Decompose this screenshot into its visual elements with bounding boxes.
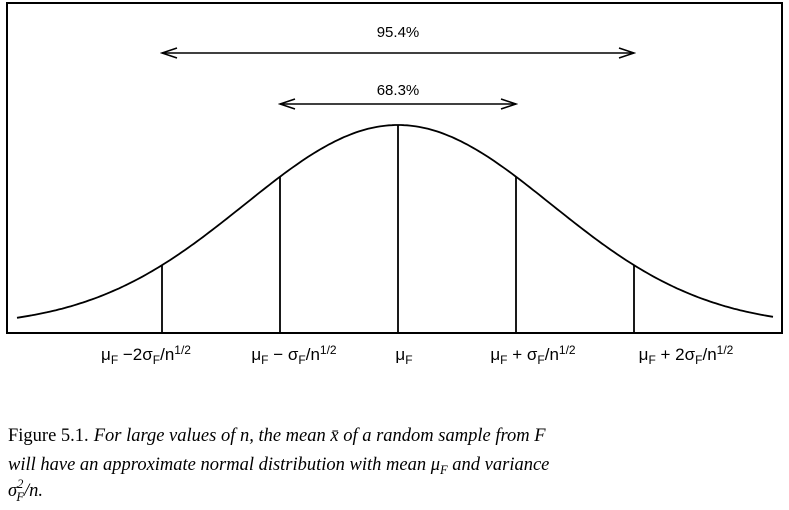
tick-label-mean: μF	[395, 345, 412, 367]
caption-line-2: will have an approximate normal distribu…	[8, 455, 549, 477]
plot-frame	[6, 2, 783, 334]
tick-label-plus-2sd: μF + 2σF/n1/2	[639, 343, 734, 367]
tick-label-minus-2sd: μF −2σF/n1/2	[101, 343, 191, 367]
interval-label-1sd: 68.3%	[377, 82, 420, 99]
tick-label-minus-1sd: μF − σF/n1/2	[251, 343, 337, 367]
normal-density-curve	[16, 124, 774, 319]
tick-label-plus-1sd: μF + σF/n1/2	[490, 343, 576, 367]
caption-line-1: Figure 5.1.For large values of n, the me…	[8, 426, 546, 446]
figure-number: Figure 5.1.	[8, 426, 89, 446]
interval-label-2sd: 95.4%	[377, 24, 420, 41]
